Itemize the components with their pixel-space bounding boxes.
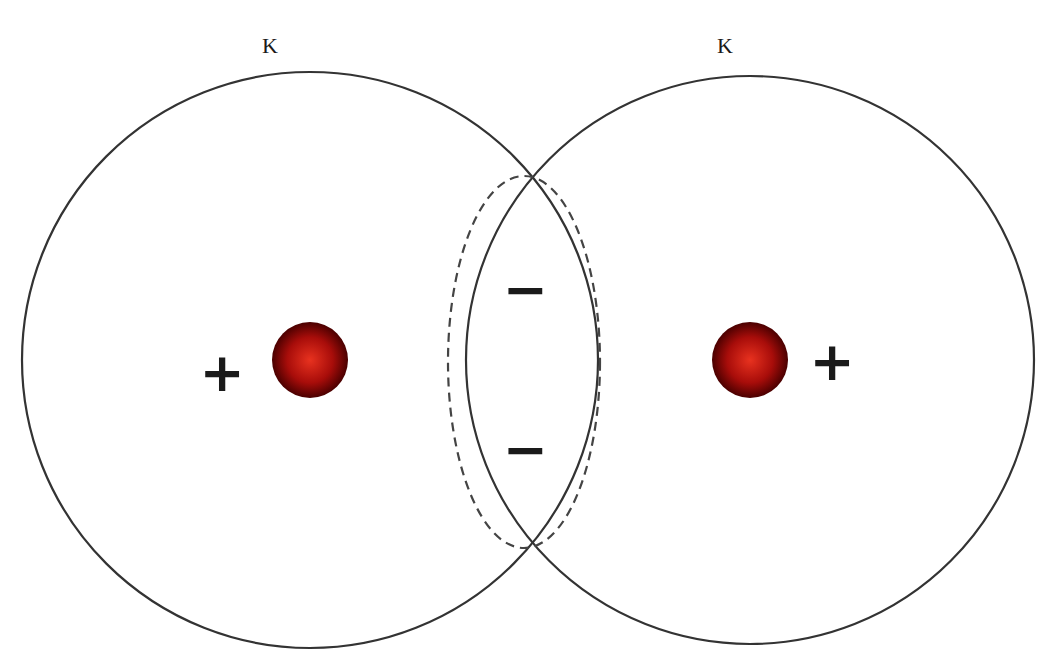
electron-sign: − — [502, 423, 547, 477]
shell-label: K — [262, 35, 278, 57]
nucleus — [272, 322, 348, 398]
outline — [446, 174, 602, 550]
electron-sign: − — [502, 263, 547, 317]
charge-sign: + — [199, 346, 244, 400]
charge-sign: + — [809, 335, 854, 389]
shell-label: K — [717, 35, 733, 57]
atom-shell: K+ — [18, 28, 608, 654]
outline — [460, 28, 1036, 654]
nucleus — [712, 322, 788, 398]
shared-electron-region: −− — [446, 174, 602, 550]
outline — [18, 28, 608, 654]
atom-shell: K+ — [460, 28, 1036, 654]
